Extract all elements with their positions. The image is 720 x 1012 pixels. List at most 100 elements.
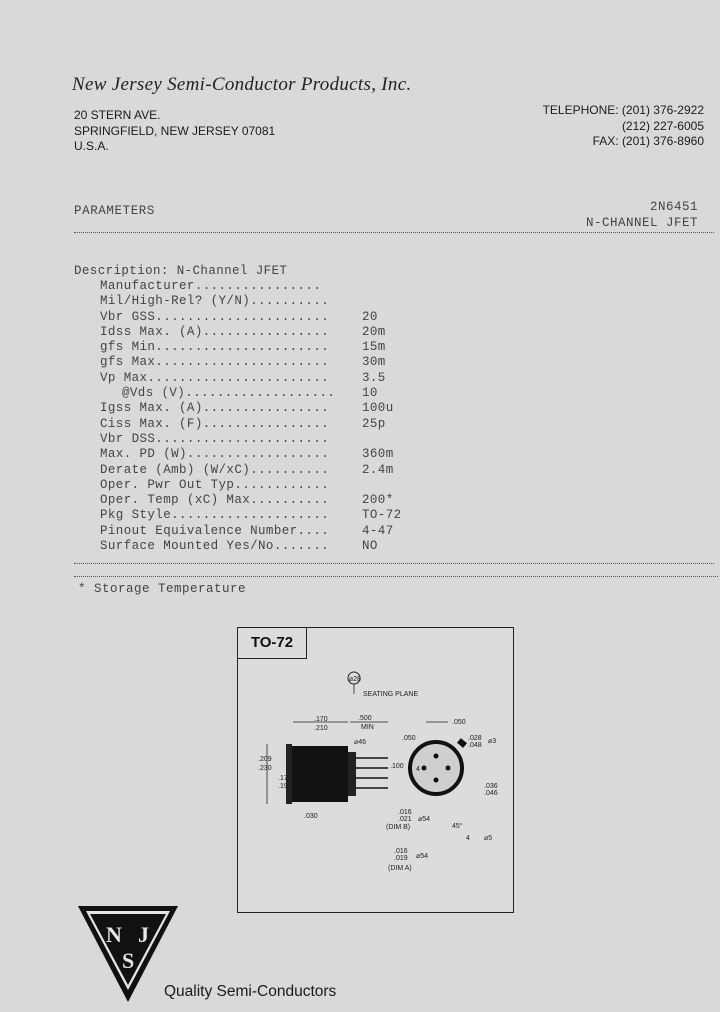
parameter-row: Vbr GSS...................... 20 [74,310,402,325]
dim-label: ⌀3 [488,738,496,745]
parameter-label: Surface Mounted Yes/No....... [100,539,330,554]
dim-label: ⌀5 [484,835,492,842]
parameter-value: 2.4m [362,462,394,477]
parameter-value: TO-72 [362,508,402,523]
parameter-row: Vp Max....................... 3.5 [74,371,402,386]
parameter-label: Mil/High-Rel? (Y/N).......... [100,294,330,309]
divider [74,563,714,564]
dim-label: .028 [468,735,482,742]
parameter-value: 20 [362,309,378,324]
parameter-table: Manufacturer................Mil/High-Rel… [74,279,402,554]
parameter-row: Idss Max. (A)................ 20m [74,325,402,340]
parameter-row: Oper. Pwr Out Typ............ [74,478,402,493]
dim-label: .016 [398,809,412,816]
parameter-label: @Vds (V)................... [122,386,336,401]
parameter-label: Oper. Temp (xC) Max.......... [100,493,330,508]
description: Description: N-Channel JFET [74,264,288,278]
parameter-label: Vbr GSS...................... [100,309,330,324]
divider [74,576,718,577]
dim-label: (DIM A) [388,865,412,872]
logo-letter: S [122,948,134,973]
dim-label: (DIM B) [386,824,410,831]
dim-label: .019 [394,855,408,862]
parameter-value: 100u [362,401,394,416]
parameter-row: gfs Max...................... 30m [74,355,402,370]
parameter-label: Vbr DSS...................... [100,431,330,446]
dim-label: .046 [484,790,498,797]
dim-label: ⌀46 [354,739,366,746]
package-outline-diagram: ⌀28 SEATING PLANE .170 .210 .500 MIN .05… [258,671,498,872]
dim-label: MIN [361,724,374,731]
parameter-row: Mil/High-Rel? (Y/N).......... [74,294,402,309]
package-tag: TO-72 [238,628,307,659]
parameter-value: NO [362,539,378,554]
parameter-label: Ciss Max. (F)................ [100,416,330,431]
contact-block: TELEPHONE: (201) 376-2922 (212) 227-6005… [543,103,704,150]
parameter-label: Pinout Equivalence Number.... [100,523,330,538]
dim-label: .100 [390,763,404,770]
parameter-row: Derate (Amb) (W/xC).......... 2.4m [74,463,402,478]
parameter-label: Oper. Pwr Out Typ............ [100,477,330,492]
parameter-row: gfs Min......................15m [74,340,402,355]
telephone-line: (212) 227-6005 [621,118,704,133]
parameters-heading: PARAMETERS [74,204,156,218]
dim-label: .210 [314,725,328,732]
logo-letter: J [138,922,149,947]
dim-label: .021 [398,816,412,823]
seating-plane-marker [347,671,361,694]
dim-label: .016 [394,848,408,855]
dim-label: .195 [278,783,292,790]
parameter-row: @Vds (V)................... 10 [74,386,402,401]
parameter-label: gfs Max...................... [100,355,330,370]
parameter-value: 10 [362,386,378,401]
parameter-label: Vp Max....................... [100,370,330,385]
package-side-view [286,744,388,804]
parameter-label: Igss Max. (A)................ [100,401,330,416]
part-number: 2N6451 [649,200,698,214]
address-line: SPRINGFIELD, NEW JERSEY 07081 [74,123,276,138]
parameter-value: 3.5 [362,370,386,385]
dim-label: ⌀28 [349,676,361,683]
package-drawing: TO-72 ⌀28 SEATING PLANE .170 .210 .500 M… [237,627,514,913]
package-bottom-view [408,738,467,796]
divider [74,232,714,233]
address-line: 20 STERN AVE. [74,108,161,122]
parameter-row: Ciss Max. (F)................ 25p [74,417,402,432]
parameter-row: Manufacturer................ [74,279,402,294]
seating-plane-label: SEATING PLANE [363,691,418,698]
parameter-row: Max. PD (W).................. 360m [74,447,402,462]
dim-label: 4 [466,835,470,842]
parameter-value: 200* [362,493,394,508]
parameter-row: Oper. Temp (xC) Max.......... 200* [74,493,402,508]
parameter-label: Manufacturer................ [100,279,322,293]
parameter-label: Max. PD (W).................. [100,447,330,462]
parameter-label: Idss Max. (A)................ [100,324,330,339]
dim-label: .036 [484,783,498,790]
parameter-value: 4-47 [362,523,394,538]
dim-label: ⌀54 [416,853,428,860]
parameter-row: Pkg Style.................... TO-72 [74,508,402,523]
dim-label: .030 [304,813,318,820]
dim-label: 45° [452,822,463,830]
parameter-value: 30m [362,355,386,370]
dim-label: .050 [452,719,466,726]
logo-letter: N [106,922,122,947]
dim-label: .500 [358,715,372,722]
dim-label: .230 [258,765,272,772]
dim-label: ⌀54 [418,816,430,823]
parameter-row: Surface Mounted Yes/No....... NO [74,539,402,554]
parameter-label: Pkg Style.................... [100,508,330,523]
dim-label: .050 [402,735,416,742]
part-header: 2N6451 N-CHANNEL JFET [586,199,698,231]
parameter-value: 20m [362,324,386,339]
parameter-value: 25p [362,416,386,431]
parameter-value: 360m [362,447,394,462]
address-block: 20 STERN AVE. SPRINGFIELD, NEW JERSEY 07… [74,108,275,155]
dim-label: .209 [258,756,272,763]
parameter-label: Derate (Amb) (W/xC).......... [100,462,330,477]
parameter-label: gfs Min...................... [100,340,330,355]
dim-label: .178 [278,775,292,782]
company-name: New Jersey Semi-Conductor Products, Inc. [72,74,412,95]
fax-line: FAX: (201) 376-8960 [592,134,704,148]
parameter-row: Pinout Equivalence Number.... 4-47 [74,524,402,539]
